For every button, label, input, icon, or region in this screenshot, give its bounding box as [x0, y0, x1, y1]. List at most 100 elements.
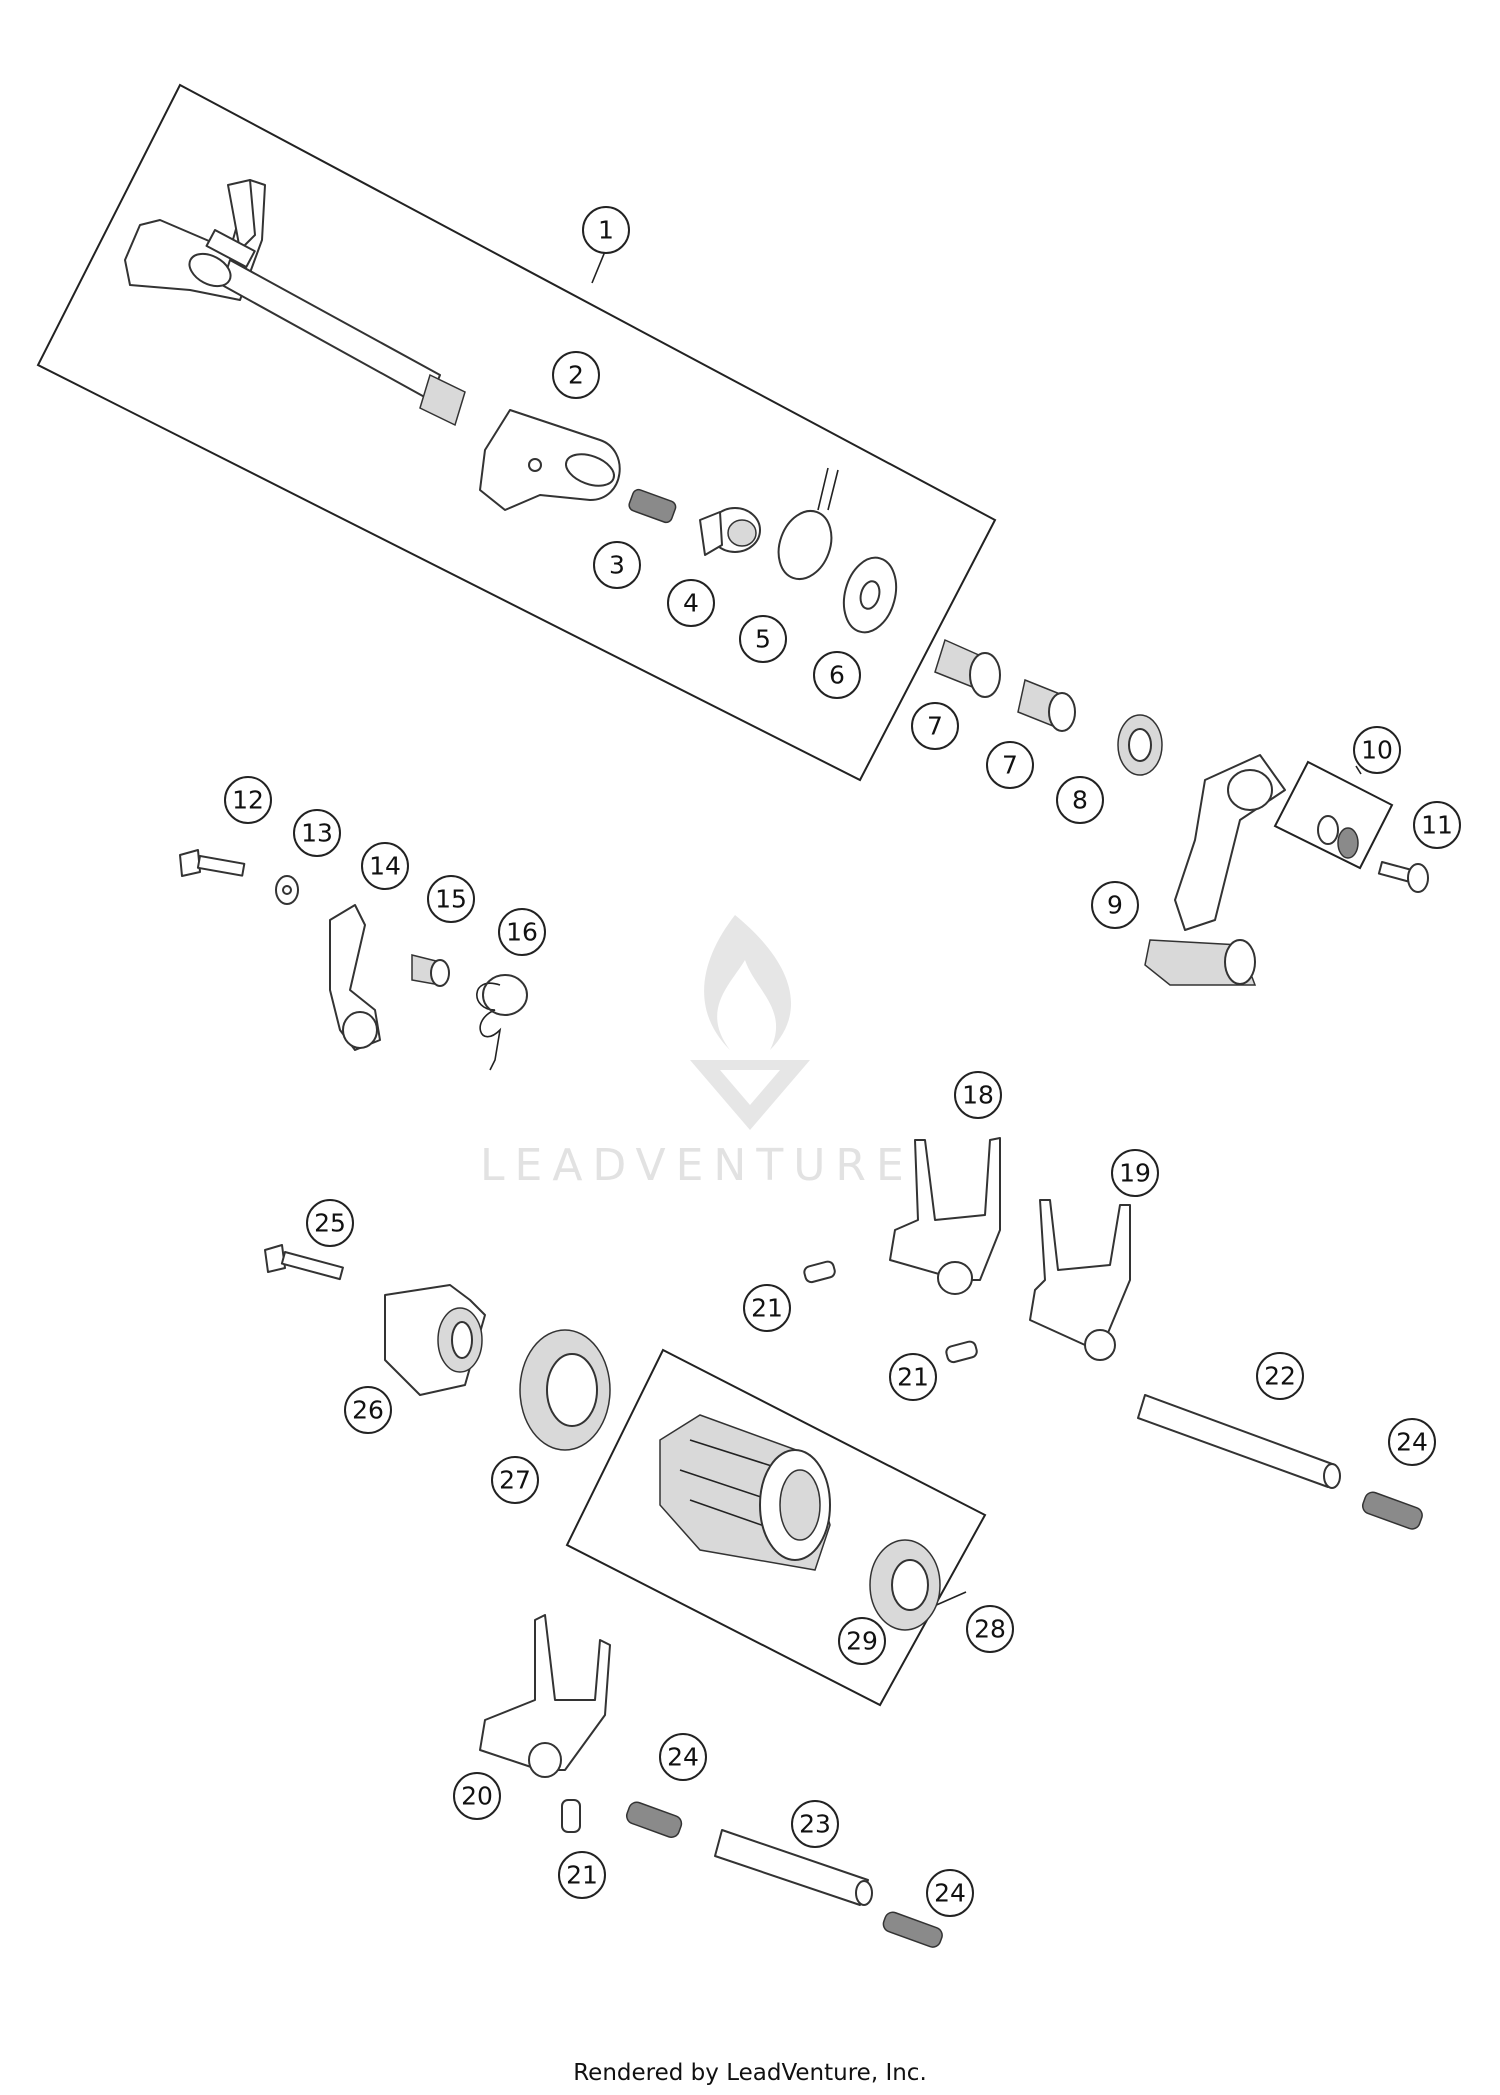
callout-3: 3	[593, 541, 641, 589]
callout-9: 9	[1091, 881, 1139, 929]
washer-6	[842, 556, 898, 634]
svg-text:20: 20	[461, 1782, 493, 1811]
svg-text:24: 24	[667, 1743, 699, 1772]
callout-15: 15	[427, 875, 475, 923]
spring-3	[628, 488, 677, 524]
fork-rod-22	[1137, 1394, 1341, 1489]
callout-21c: 21	[558, 1851, 606, 1899]
callout-20: 20	[453, 1772, 501, 1820]
bolt-12	[179, 849, 246, 877]
callout-12: 12	[224, 776, 272, 824]
callout-16: 16	[498, 908, 546, 956]
bushing-7b	[1017, 678, 1076, 732]
svg-text:3: 3	[609, 551, 625, 580]
svg-text:13: 13	[301, 819, 333, 848]
svg-text:12: 12	[232, 786, 264, 815]
svg-text:1: 1	[598, 216, 614, 245]
svg-text:23: 23	[799, 1810, 831, 1839]
svg-text:29: 29	[846, 1627, 878, 1656]
svg-text:19: 19	[1119, 1159, 1151, 1188]
svg-text:24: 24	[1396, 1428, 1428, 1457]
assembly-box-shift-drum	[565, 1348, 987, 1707]
svg-text:24: 24	[934, 1879, 966, 1908]
svg-text:6: 6	[829, 661, 845, 690]
svg-text:28: 28	[974, 1615, 1006, 1644]
callout-13: 13	[293, 809, 341, 857]
bearing-27	[519, 1329, 611, 1451]
callout-7a: 7	[911, 702, 959, 750]
assembly-box-part-10	[1273, 760, 1394, 870]
pin-21b	[945, 1340, 978, 1364]
callout-1: 1	[582, 206, 630, 254]
washer-13	[275, 875, 299, 905]
callout-29: 29	[838, 1617, 886, 1665]
fork-rod-23	[714, 1829, 873, 1906]
callout-21b: 21	[889, 1353, 937, 1401]
svg-text:10: 10	[1361, 736, 1393, 765]
callout-18: 18	[954, 1071, 1002, 1119]
callout-14: 14	[361, 842, 409, 890]
svg-text:4: 4	[683, 589, 699, 618]
shift-lever-9	[1144, 754, 1286, 986]
washer-nut-10	[1317, 815, 1359, 859]
svg-text:9: 9	[1107, 891, 1123, 920]
watermark-logo	[690, 915, 810, 1130]
svg-text:15: 15	[435, 885, 467, 914]
shift-plate	[479, 409, 621, 511]
seal-8	[1117, 714, 1163, 776]
spring-24b	[625, 1801, 683, 1838]
callout-4: 4	[667, 579, 715, 627]
svg-text:2: 2	[568, 361, 584, 390]
callout-28: 28	[966, 1605, 1014, 1653]
spring-24a	[1361, 1491, 1423, 1530]
leader-lines	[591, 248, 1362, 1611]
callout-25: 25	[306, 1199, 354, 1247]
svg-text:21: 21	[566, 1861, 598, 1890]
svg-text:18: 18	[962, 1081, 994, 1110]
return-spring-5	[777, 467, 839, 580]
callout-22: 22	[1256, 1352, 1304, 1400]
spring-16	[476, 974, 528, 1071]
svg-text:14: 14	[369, 852, 401, 881]
shift-fork-19	[1029, 1199, 1131, 1361]
callout-10: 10	[1353, 726, 1401, 774]
roller-15	[411, 954, 450, 987]
callout-2: 2	[552, 351, 600, 399]
callout-24c: 24	[926, 1869, 974, 1917]
callout-27: 27	[491, 1456, 539, 1504]
callout-26: 26	[344, 1386, 392, 1434]
svg-text:21: 21	[751, 1294, 783, 1323]
bolt-11	[1377, 861, 1429, 893]
svg-text:27: 27	[499, 1466, 531, 1495]
callout-11: 11	[1413, 801, 1461, 849]
svg-text:16: 16	[506, 918, 538, 947]
spring-24c	[882, 1911, 943, 1948]
sleeve-4	[699, 507, 761, 556]
bearing-29	[869, 1539, 941, 1631]
watermark-text: LEADVENTURE	[480, 1140, 914, 1191]
svg-text:22: 22	[1264, 1362, 1296, 1391]
callout-24b: 24	[659, 1733, 707, 1781]
pin-21c	[561, 1799, 581, 1833]
bolt-25	[264, 1244, 344, 1281]
svg-text:8: 8	[1072, 786, 1088, 815]
assembly-box-shift-shaft	[36, 83, 997, 782]
shift-shaft	[124, 179, 466, 427]
callout-5: 5	[739, 615, 787, 663]
svg-text:11: 11	[1421, 811, 1453, 840]
shift-fork-20	[479, 1614, 611, 1778]
callout-7b: 7	[986, 741, 1034, 789]
shift-drum-28	[659, 1414, 831, 1571]
svg-text:21: 21	[897, 1363, 929, 1392]
svg-text:26: 26	[352, 1396, 384, 1425]
callout-21a: 21	[743, 1284, 791, 1332]
shift-drum-cam-26	[384, 1284, 486, 1396]
callout-6: 6	[813, 651, 861, 699]
callout-23: 23	[791, 1800, 839, 1848]
callout-24a: 24	[1388, 1418, 1436, 1466]
shift-fork-18	[889, 1137, 1001, 1295]
svg-text:25: 25	[314, 1209, 346, 1238]
pin-21a	[803, 1260, 836, 1284]
callout-8: 8	[1056, 776, 1104, 824]
